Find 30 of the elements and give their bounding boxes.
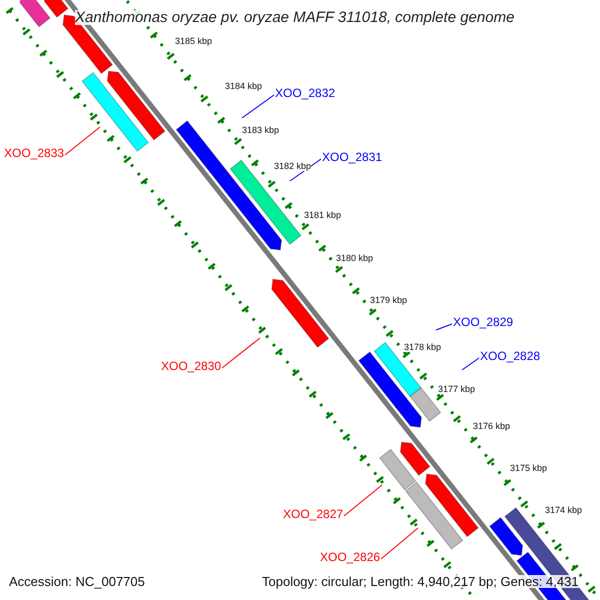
scale-label: 3181 kbp bbox=[304, 211, 342, 220]
gene-label: XOO_2832 bbox=[275, 87, 336, 99]
leader-line bbox=[436, 324, 452, 330]
leader-line bbox=[222, 338, 260, 368]
title: Xanthomonas oryzae pv. oryzae MAFF 311018, complete genome bbox=[75, 10, 514, 25]
gene-label: XOO_2833 bbox=[4, 147, 64, 159]
scale-label: 3177 kbp bbox=[438, 385, 476, 394]
footer-text: Topology: circular; Length: 4,940,217 bp; Genes: 4,431 bbox=[262, 575, 579, 588]
scale-label: 3182 kbp bbox=[274, 162, 312, 171]
gene-label: XOO_2828 bbox=[480, 350, 540, 362]
scale-label: 3183 kbp bbox=[242, 126, 280, 135]
gene-label: XOO_2827 bbox=[283, 508, 344, 520]
scale-label: 3184 kbp bbox=[225, 82, 262, 91]
gene-label: XOO_2831 bbox=[322, 151, 382, 163]
scale-label: 3176 kbp bbox=[473, 422, 510, 431]
leader-line bbox=[242, 94, 274, 118]
footer-text: Accession: NC_007705 bbox=[9, 575, 145, 588]
leader-line bbox=[344, 484, 382, 516]
leader-line bbox=[64, 126, 100, 156]
scale-label: 3174 kbp bbox=[545, 506, 582, 515]
scale-label: 3179 kbp bbox=[370, 296, 408, 305]
leader-line bbox=[380, 528, 418, 560]
gene-label: XOO_2830 bbox=[161, 360, 222, 372]
scale-label: 3185 kbp bbox=[175, 37, 212, 46]
scale-label: 3178 kbp bbox=[404, 343, 442, 352]
scale-label: 3175 kbp bbox=[510, 464, 548, 473]
leader-line bbox=[462, 358, 480, 370]
gene-label: XOO_2829 bbox=[453, 316, 514, 328]
scale-label: 3180 kbp bbox=[336, 254, 374, 263]
gene-label: XOO_2826 bbox=[320, 551, 380, 563]
